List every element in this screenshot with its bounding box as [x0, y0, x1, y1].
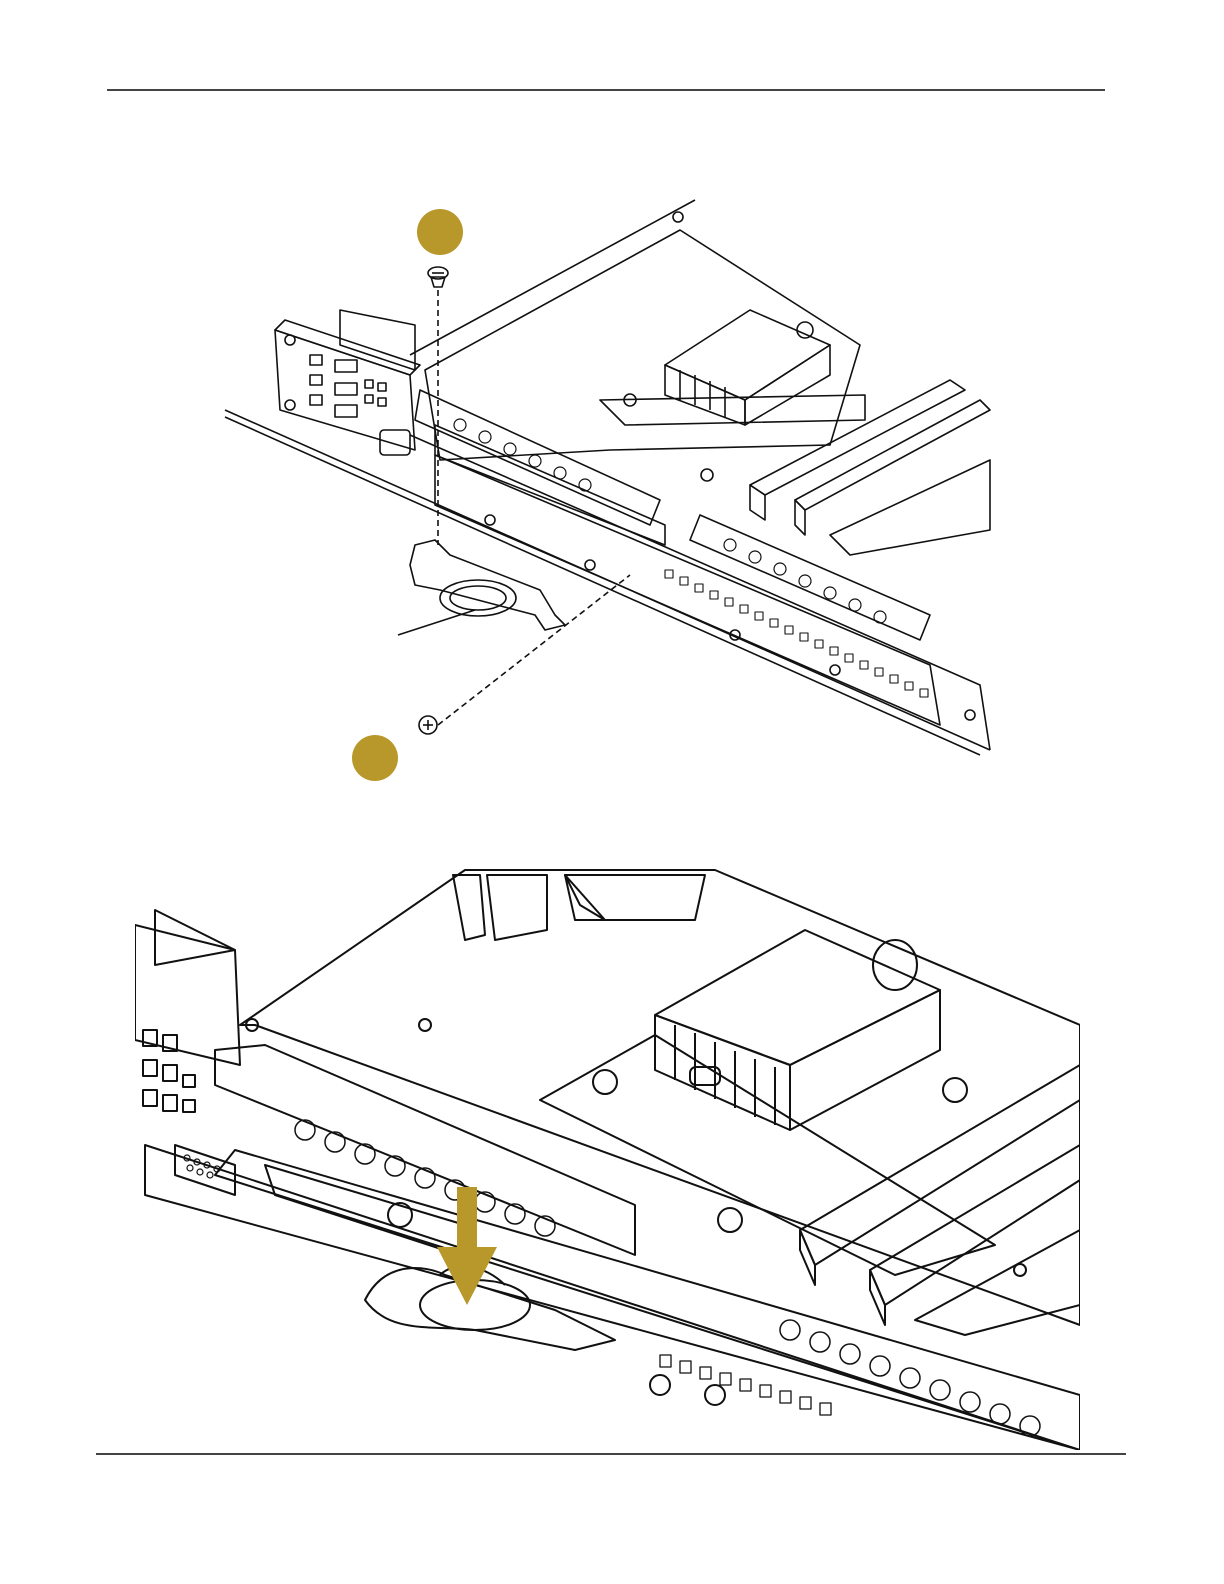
pcie-slots-closeup [800, 1065, 1080, 1335]
drive-bracket [398, 540, 565, 635]
footer-rule [96, 1453, 1126, 1455]
screw-top [428, 267, 448, 287]
drive-bracket-closeup [365, 1266, 615, 1350]
riser-cage-closeup [145, 1045, 1080, 1450]
pcie-slots [750, 380, 990, 555]
insert-direction-arrow [437, 1187, 497, 1305]
step-callout-top [417, 209, 463, 255]
exploded-bracket-figure [210, 195, 1010, 795]
riser-cage [415, 390, 975, 725]
rear-panel-closeup [135, 910, 240, 1195]
screw-bottom [419, 716, 437, 734]
power-connector [600, 310, 865, 481]
header-rule [107, 89, 1105, 91]
step-callout-bottom [352, 735, 398, 781]
closeup-install-figure [135, 865, 1080, 1450]
power-connector-closeup [540, 930, 995, 1275]
rear-io-panel [275, 310, 420, 455]
motherboard [425, 230, 860, 460]
leader-line [398, 610, 475, 635]
pcie-slot-tops [453, 875, 705, 940]
